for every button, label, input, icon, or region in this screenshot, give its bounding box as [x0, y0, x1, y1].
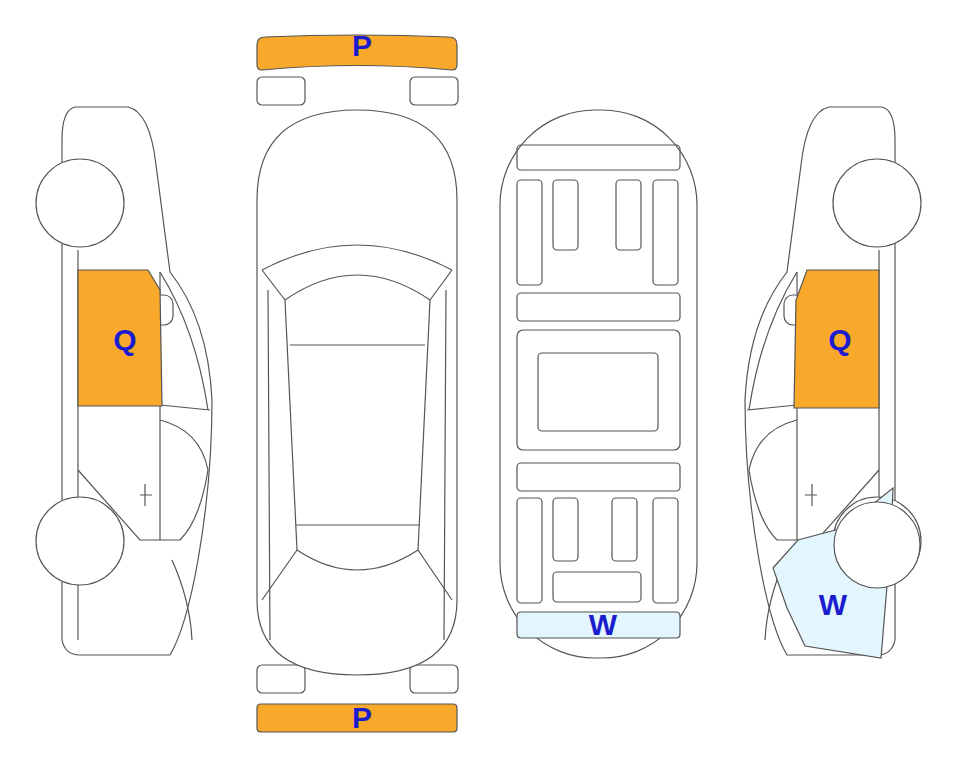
- underbody-panel: W: [517, 612, 680, 638]
- panel-fill: [78, 270, 162, 406]
- panel-fill: [794, 270, 879, 408]
- damage-code: P: [352, 703, 372, 733]
- damage-code: Q: [828, 325, 851, 355]
- damage-code: P: [352, 31, 372, 61]
- door-panel: Q: [794, 270, 879, 408]
- fender-panel: W: [773, 488, 893, 660]
- panel-fill: [257, 704, 457, 732]
- wheel: [834, 502, 920, 588]
- panel-shape: [773, 488, 893, 660]
- door-panel: Q: [78, 270, 162, 406]
- damage-code: Q: [113, 325, 136, 355]
- damage-code: W: [589, 610, 617, 640]
- bumper-panel: P: [257, 704, 457, 732]
- damage-code: W: [819, 590, 847, 620]
- bumper-panel: P: [257, 37, 457, 70]
